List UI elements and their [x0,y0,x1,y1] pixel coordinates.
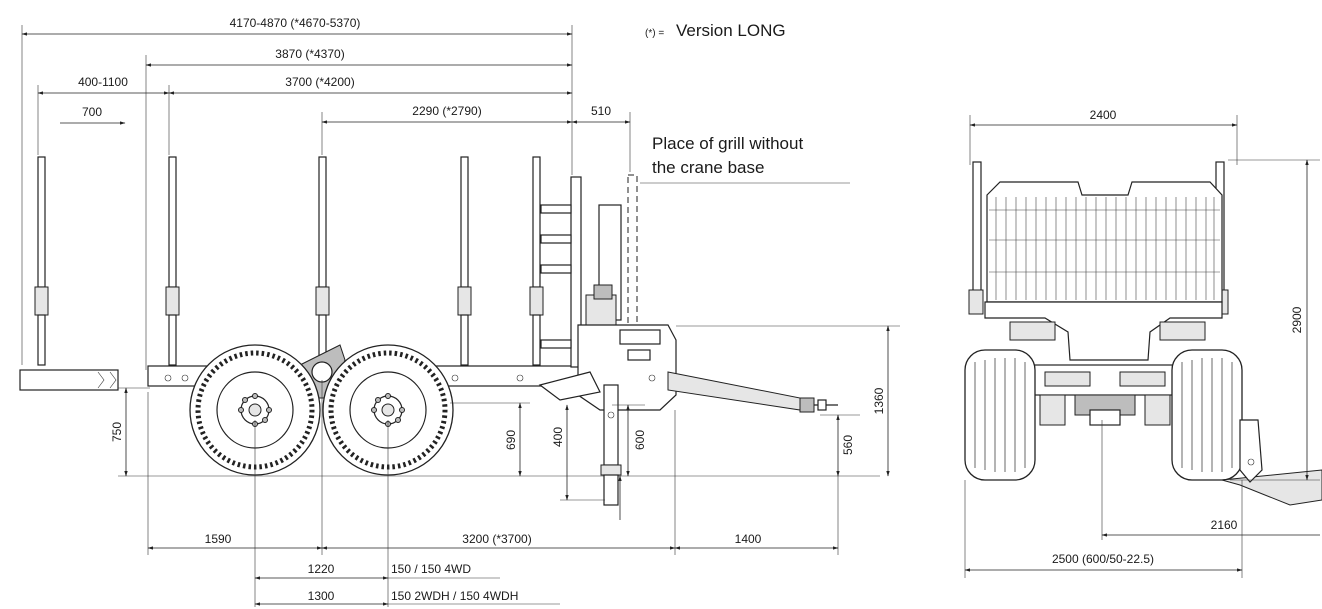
stake-4 [457,156,472,366]
legend-text: Version LONG [676,21,786,40]
dim-1400: 1400 [735,532,762,546]
front-grill [540,176,582,368]
dim-3700: 3700 (*4200) [285,75,354,89]
alternative-grill-position [627,174,638,326]
dim-2500: 2500 (600/50-22.5) [1052,552,1154,566]
axle-label-1: 150 / 150 4WD [391,562,471,576]
dim-2290: 2290 (*2790) [412,104,481,118]
rear-bunk [984,301,1223,361]
dim-510: 510 [591,104,611,118]
dim-600: 600 [633,430,647,450]
dim-1300: 1300 [308,589,335,603]
vertical-dimensions [118,325,900,520]
dim-1360: 1360 [872,387,886,414]
dim-750: 750 [110,422,124,442]
legend: (*) = Version LONG [645,21,786,40]
rear-tire-left [964,349,1036,481]
note-line-1: Place of grill without [652,134,803,153]
rear-support-leg [1239,419,1263,483]
dim-560: 560 [841,435,855,455]
wheel-rear [322,344,454,476]
side-view-labels: 4170-4870 (*4670-5370) 3870 (*4370) 3700… [78,16,886,603]
bunk-extension [19,369,119,391]
rear-grill [986,181,1223,303]
drawbar [538,371,838,413]
rear-chassis [1029,364,1181,426]
dim-3200: 3200 (*3700) [462,532,531,546]
crane-base [577,204,677,411]
bottom-dimensions [147,380,839,607]
rear-view: 2400 2900 2160 2500 (600/50-22.5) [964,108,1322,578]
wheel-front [189,344,321,476]
rear-tire-right [1171,349,1243,481]
dim-2900: 2900 [1290,306,1304,333]
dim-1590: 1590 [205,532,232,546]
dim-2160: 2160 [1211,518,1238,532]
grill-note: Place of grill without the crane base [652,134,803,177]
dim-690: 690 [504,430,518,450]
axle-label-2: 150 2WDH / 150 4WDH [391,589,518,603]
dim-2400: 2400 [1090,108,1117,122]
top-dimensions [21,25,631,370]
stake-2 [165,156,180,366]
support-leg [600,384,622,506]
rear-view-labels: 2400 2900 2160 2500 (600/50-22.5) [1052,108,1304,566]
dim-overall-length: 4170-4870 (*4670-5370) [230,16,361,30]
rear-stake-left [972,161,982,293]
legend-marker: (*) = [645,28,664,39]
stake-3 [315,156,330,366]
dim-1220: 1220 [308,562,335,576]
rear-dimensions [964,115,1320,578]
bogie-pivot [311,361,333,383]
dim-400: 400 [551,427,565,447]
stakes [34,156,544,366]
stake-1 [34,156,49,366]
stake-5 [529,156,544,366]
dim-700: 700 [82,105,102,119]
dim-400-1100: 400-1100 [78,75,128,89]
side-view: 4170-4870 (*4670-5370) 3870 (*4370) 3700… [19,16,900,607]
note-line-2: the crane base [652,158,764,177]
dim-3870: 3870 (*4370) [275,47,344,61]
